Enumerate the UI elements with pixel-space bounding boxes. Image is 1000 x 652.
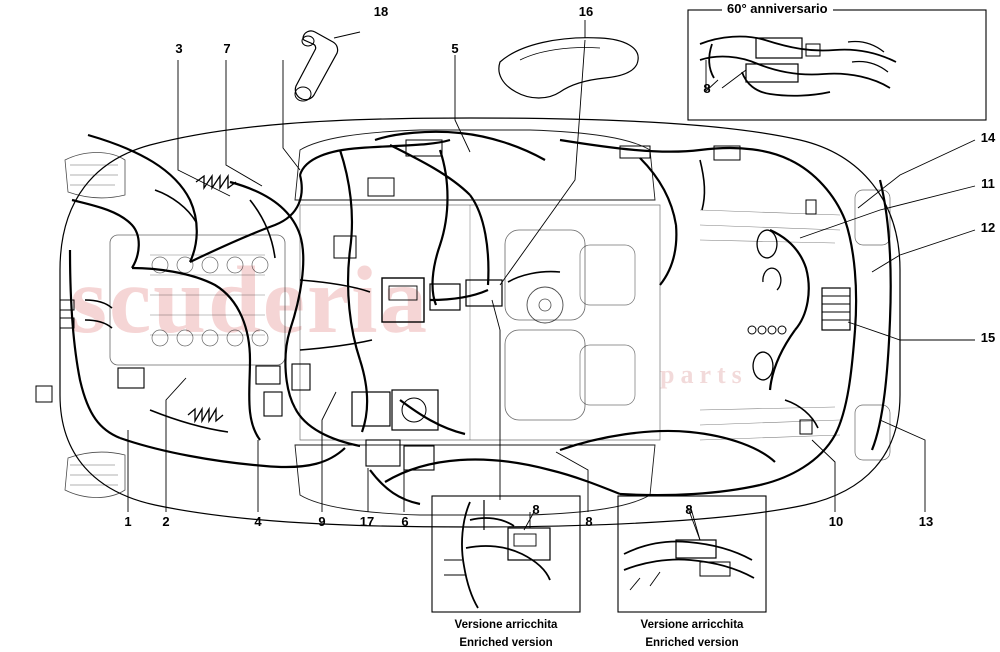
callout-11: 11	[981, 176, 995, 191]
callout-18: 18	[373, 4, 389, 19]
callout-1: 1	[124, 514, 132, 529]
callout-17: 17	[359, 514, 375, 529]
callout-7: 7	[223, 41, 231, 56]
callout-10: 10	[828, 514, 844, 529]
callout-5: 5	[451, 41, 459, 56]
callout-6: 6	[401, 514, 409, 529]
callout-8-anniversary: 8	[703, 81, 711, 96]
callout-14: 14	[980, 130, 996, 145]
callout-3: 3	[175, 41, 183, 56]
callout-4: 4	[254, 514, 262, 529]
callout-8-inset-right: 8	[685, 502, 693, 517]
inset-right-caption-it: Versione arricchita	[640, 619, 744, 631]
inset-center-caption-it: Versione arricchita	[454, 619, 558, 631]
inset-right-caption-en: Enriched version	[645, 637, 739, 649]
callout-2: 2	[162, 514, 170, 529]
inset-center-caption-en: Enriched version	[459, 637, 553, 649]
callout-8-body: 8	[585, 514, 593, 529]
callout-15: 15	[980, 330, 996, 345]
callout-13: 13	[918, 514, 934, 529]
callout-8-inset-center: 8	[532, 502, 540, 517]
callout-16: 16	[578, 4, 594, 19]
inset-anniversary-title: 60° anniversario	[722, 1, 833, 16]
callout-12: 12	[980, 220, 996, 235]
callout-9: 9	[318, 514, 326, 529]
